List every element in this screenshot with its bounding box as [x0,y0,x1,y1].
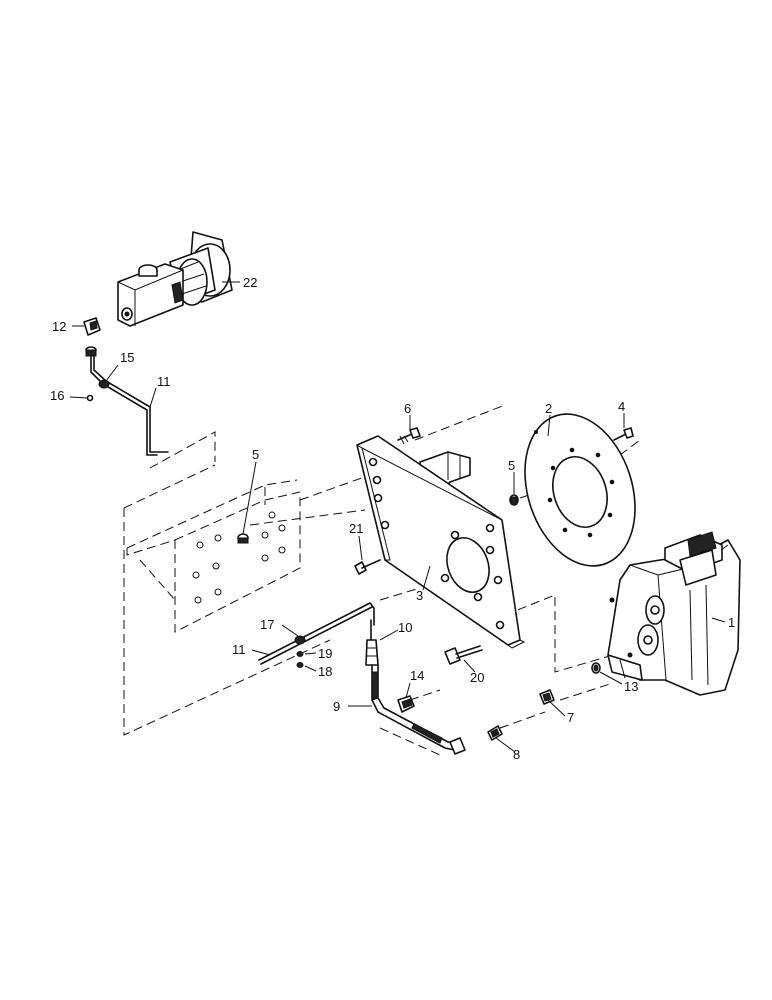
bolt-part-4 [613,427,634,441]
bolt-part-6 [397,427,421,445]
fitting-part-8 [487,725,503,741]
bolt-part-20 [444,645,483,665]
fitting-part-7 [539,689,555,705]
callout-15: 15 [120,350,134,365]
bolt-part-21 [354,559,381,575]
callout-9: 9 [333,699,340,714]
callout-6: 6 [404,401,411,416]
callout-20: 20 [470,670,484,685]
nut-part-5 [509,494,519,506]
fitting-nut [85,346,97,357]
callout-4: 4 [618,399,625,414]
callout-3: 3 [416,588,423,603]
mounting-plate-part-3 [356,435,526,649]
disc-part-2 [524,413,636,567]
motor-assembly-part-22 [117,231,233,327]
callout-19: 19 [318,646,332,661]
callout-10: 10 [398,620,412,635]
washer-part-13 [591,662,601,674]
callout-13: 13 [624,679,638,694]
callout-8: 8 [513,747,520,762]
tube-assembly-lower [258,602,375,668]
callout-17: 17 [260,617,274,632]
alignment-lines [123,404,641,756]
callout-7: 7 [567,710,574,725]
callout-14: 14 [410,668,424,683]
disc-holes [534,430,615,538]
leader-lines [69,281,726,753]
callout-16: 16 [50,388,64,403]
hose-assembly-part-9 [365,619,466,755]
callout-11-upper: 11 [157,374,171,389]
callout-1: 1 [728,615,735,630]
callout-11-lower: 11 [232,642,246,657]
tube-assembly-upper [86,355,169,456]
callout-5-disc: 5 [508,458,515,473]
callout-labels: 22 12 15 11 16 5 6 2 4 5 21 3 1 17 10 11… [50,275,735,762]
plate-holes [368,457,505,630]
gearbox-part-1 [607,531,741,696]
callout-21: 21 [349,521,363,536]
callout-22: 22 [243,275,257,290]
callout-18: 18 [318,664,332,679]
elbow-fitting-part-12 [83,317,101,336]
callout-2: 2 [545,401,552,416]
mounting-bracket-dashed [126,479,301,633]
bracket-holes [192,511,286,604]
callout-5-bracket: 5 [252,447,259,462]
callout-12: 12 [52,319,66,334]
